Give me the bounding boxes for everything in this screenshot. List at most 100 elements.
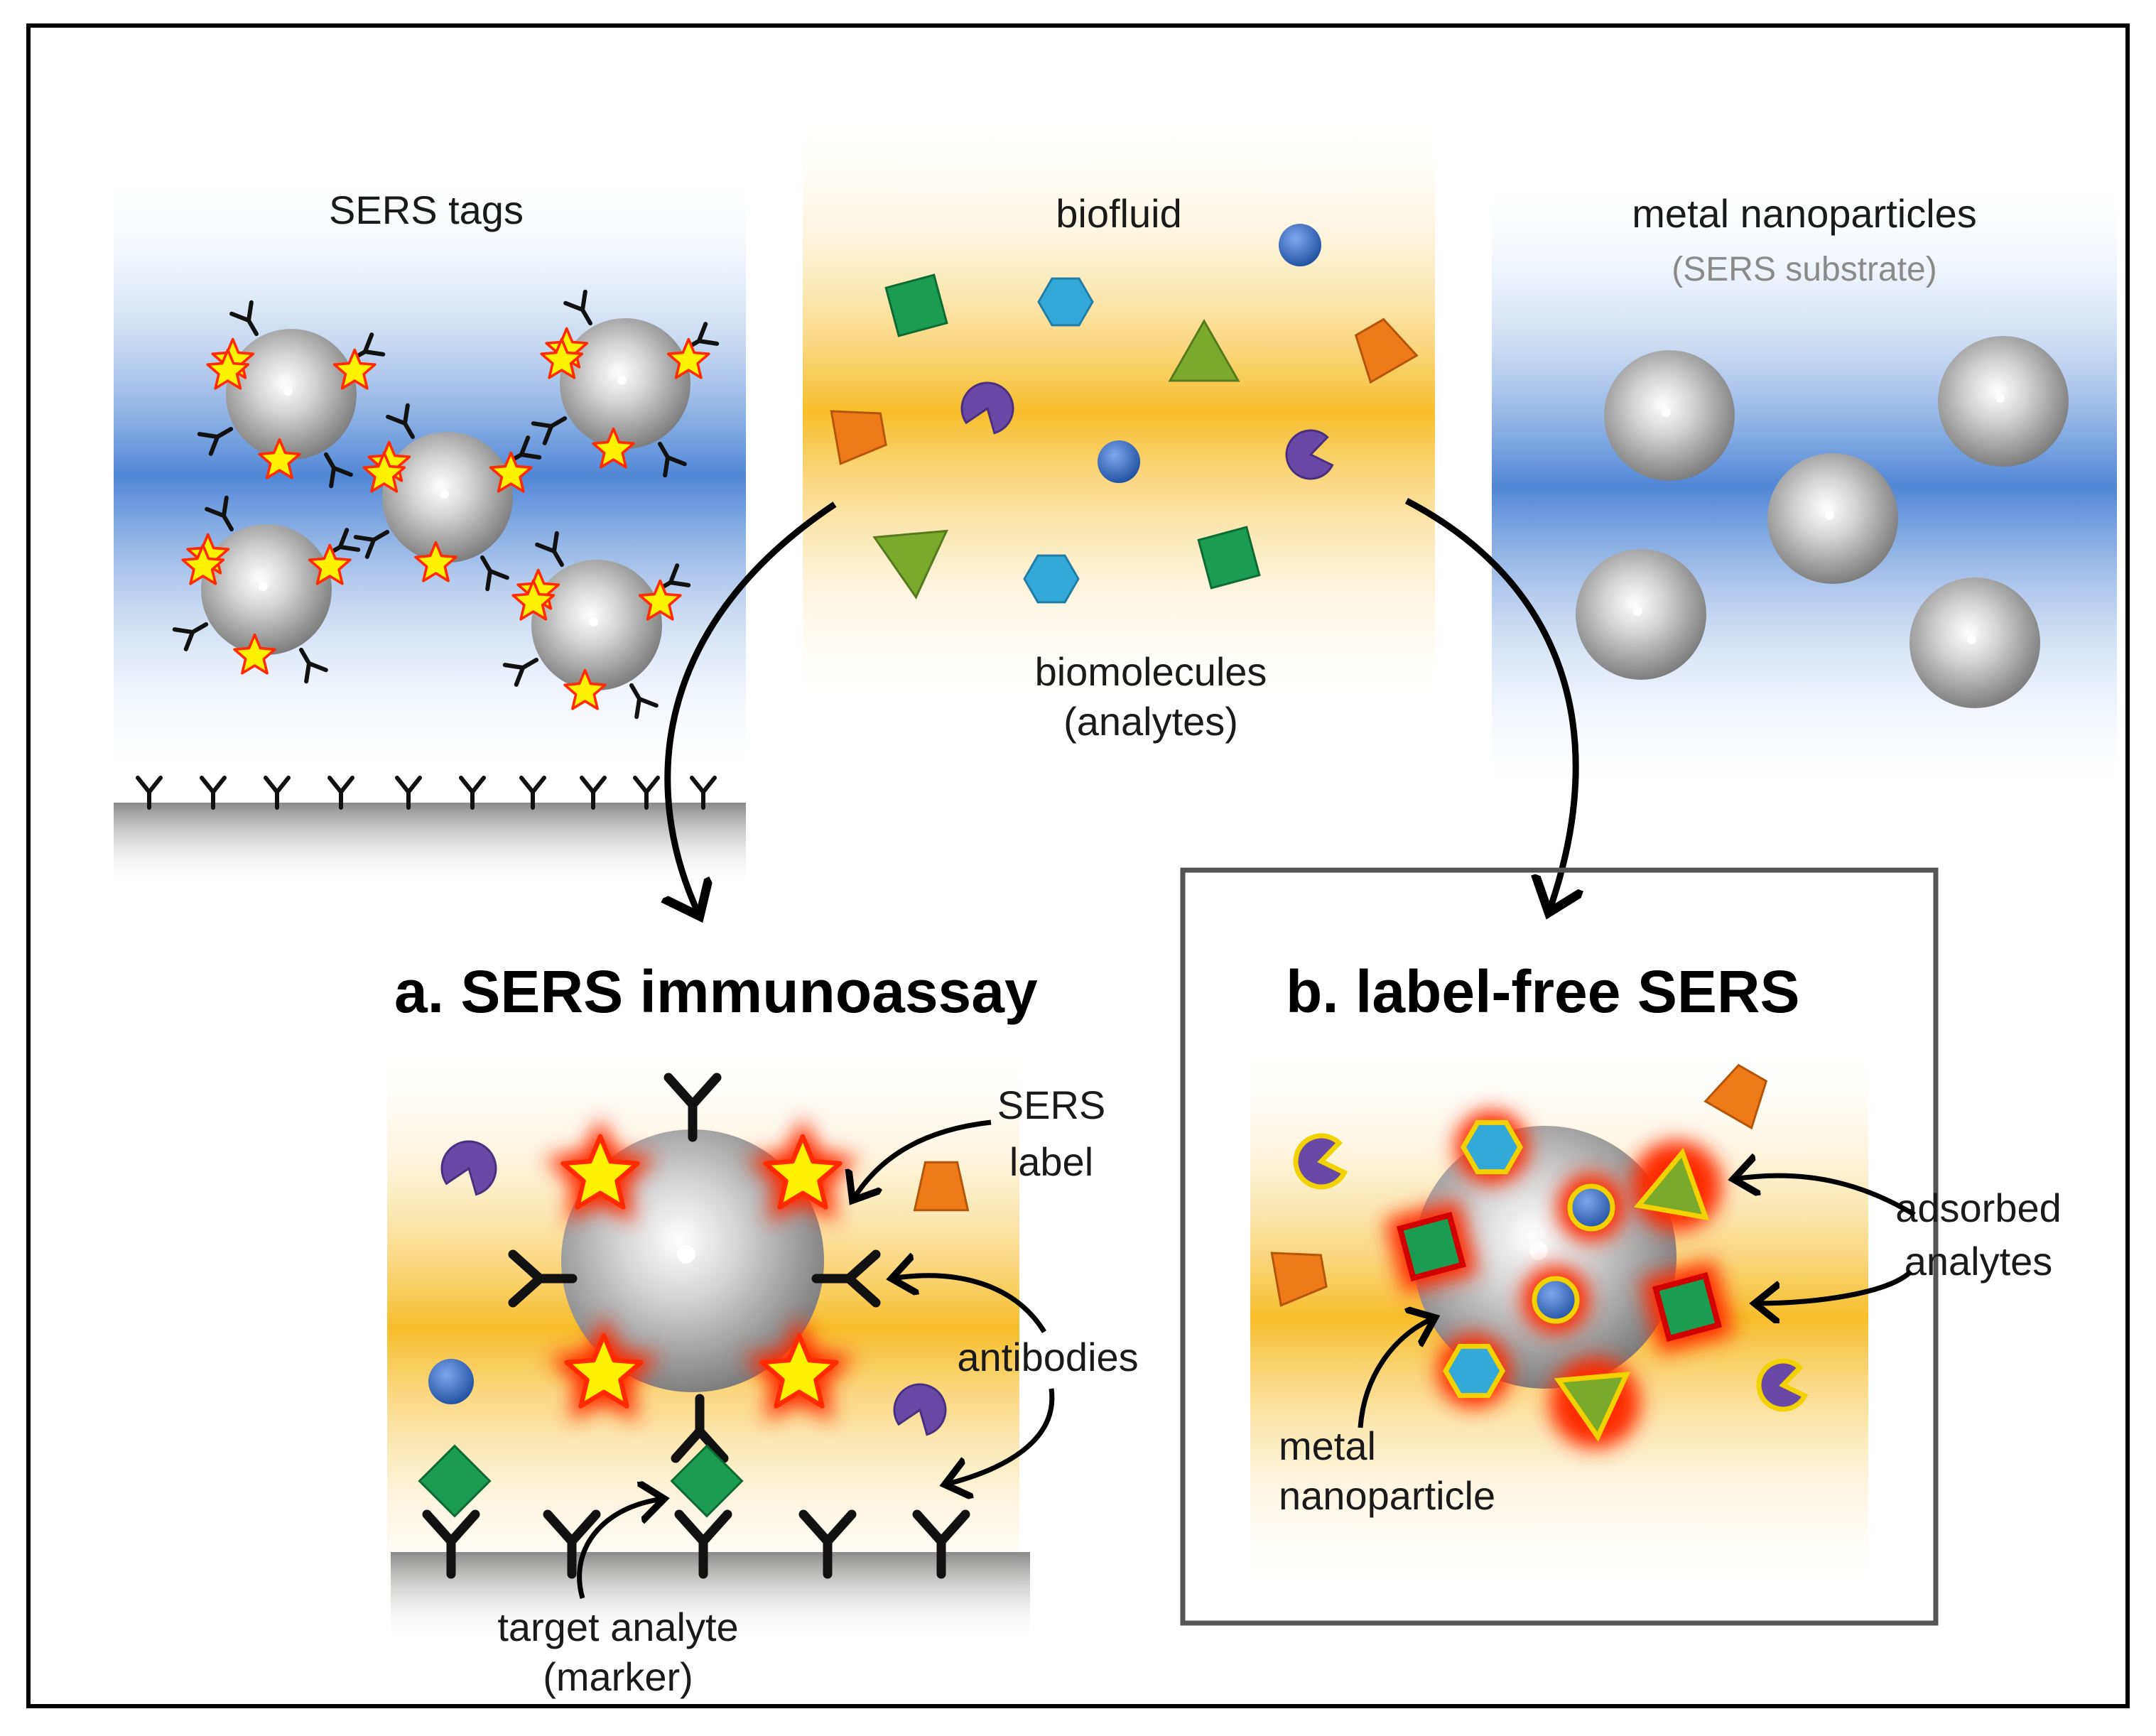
pacman-shape [1285,429,1334,480]
sphere-highlight [1995,393,2005,403]
trapezoid-shape [913,1161,970,1212]
sers-tag-particles [175,292,717,717]
pacman-icon [893,1383,947,1436]
star-icon [763,1134,843,1210]
metal-nanoparticle-spheres [1576,336,2069,708]
star-icon [181,543,225,585]
pacman-icon [960,381,1014,435]
sphere-icon [1938,336,2069,467]
triangle-shape [1633,1147,1710,1221]
sphere-highlight [258,581,268,591]
immunoassay-surface [391,1552,1030,1641]
sphere-icon [382,432,513,563]
marker-text: (marker) [543,1654,693,1699]
sphere-icon [531,560,662,690]
hexagon-icon [1037,277,1094,327]
circle-icon [428,1359,474,1404]
metal-np-subtitle: (SERS substrate) [1672,251,1936,288]
trapezoid-shape [1703,1063,1768,1130]
label-free-scene [1270,1063,1809,1448]
star-icon [258,438,301,479]
square-shape [1652,1272,1722,1342]
target-analyte-arrow [577,1499,664,1599]
sphere-highlight [283,386,293,396]
pacman-shape [440,1140,497,1196]
immunoassay-title: a. SERS immunoassay [394,958,1038,1025]
trapezoid-icon [830,410,887,465]
adsorbed-text: adsorbed [1895,1186,2062,1230]
trapezoid-icon [913,1161,970,1212]
square-icon [1640,1259,1735,1355]
trapezoid-shape [830,410,887,465]
trapezoid-icon [1354,318,1419,384]
sphere-icon [1767,453,1898,584]
pacman-icon [1285,429,1334,480]
antibodies-arrow-upper [892,1276,1046,1333]
sphere-highlight [439,489,449,499]
antibodies-text: antibodies [957,1335,1138,1379]
trapezoid-icon [1703,1063,1768,1130]
biomolecules-caption: biomolecules [1035,649,1267,694]
square-shape [1197,526,1261,590]
square-icon [1384,1199,1479,1294]
triangle-shape [1168,318,1240,382]
metal-np-title: metal nanoparticles [1632,191,1977,236]
pacman-shape [1293,1133,1348,1190]
sers-tags-surface [114,803,746,888]
adsorbed-arrow-lower [1755,1269,1913,1303]
star-icon [564,1333,644,1409]
sphere-icon [1576,549,1706,680]
sphere-highlight [1529,1241,1548,1260]
square-icon [884,273,948,337]
square-shape [670,1444,744,1518]
trapezoid-shape [1354,318,1419,384]
trapezoid-icon [1270,1252,1328,1307]
triangle-icon [1168,318,1240,382]
square-shape [1397,1212,1466,1281]
nanoparticle-label-text: nanoparticle [1279,1473,1495,1518]
sphere-highlight [1966,634,1976,644]
circle-icon [1098,440,1140,483]
arrow-to-label-free [1404,498,1576,913]
sers-tags-title: SERS tags [329,188,524,232]
antibodies-arrow-lower [945,1388,1055,1485]
biofluid-panel: biofluid biomolecules (analytes) [803,117,1435,744]
label-free-panel: b. label-free SERS adsorbed analytes met… [1180,867,2062,1626]
sphere-icon [1909,577,2040,708]
circle-icon [1532,1276,1580,1324]
sers-label-text-2: label [1009,1139,1093,1184]
pacman-icon [1293,1133,1348,1190]
sphere-icon [201,524,332,655]
circle-icon [1567,1183,1615,1232]
arrow-to-immunoassay [668,501,837,916]
star-icon [332,348,377,390]
label-free-box [1180,867,1939,1626]
star-icon [414,541,457,582]
adsorbed-arrow-upper [1733,1176,1916,1217]
hexagon-icon [1023,554,1080,604]
trapezoid-shape [1270,1252,1328,1307]
circle-icon [1279,224,1321,266]
sers-tags-panel: SERS tags [114,170,746,888]
star-icon [560,1134,640,1210]
sphere-icon [1604,350,1735,481]
biofluid-title: biofluid [1056,191,1181,236]
sers-label-arrow [852,1119,992,1200]
triangle-icon [1549,1357,1640,1448]
star-icon [308,543,352,585]
square-icon [418,1444,492,1518]
star-icon [362,451,406,493]
pacman-icon [440,1140,497,1196]
target-analyte-text: target analyte [497,1605,738,1649]
pacman-shape [1756,1358,1809,1412]
star-icon [666,337,710,379]
immunoassay-panel: a. SERS immunoassay SERS label antibodie… [387,958,1139,1699]
pacman-icon [1756,1358,1809,1412]
star-icon [511,579,556,621]
biomolecule-shapes [830,224,1419,604]
triangle-shape [872,529,948,600]
star-icon [638,579,682,621]
label-free-title: b. label-free SERS [1286,958,1800,1025]
square-shape [418,1444,492,1518]
